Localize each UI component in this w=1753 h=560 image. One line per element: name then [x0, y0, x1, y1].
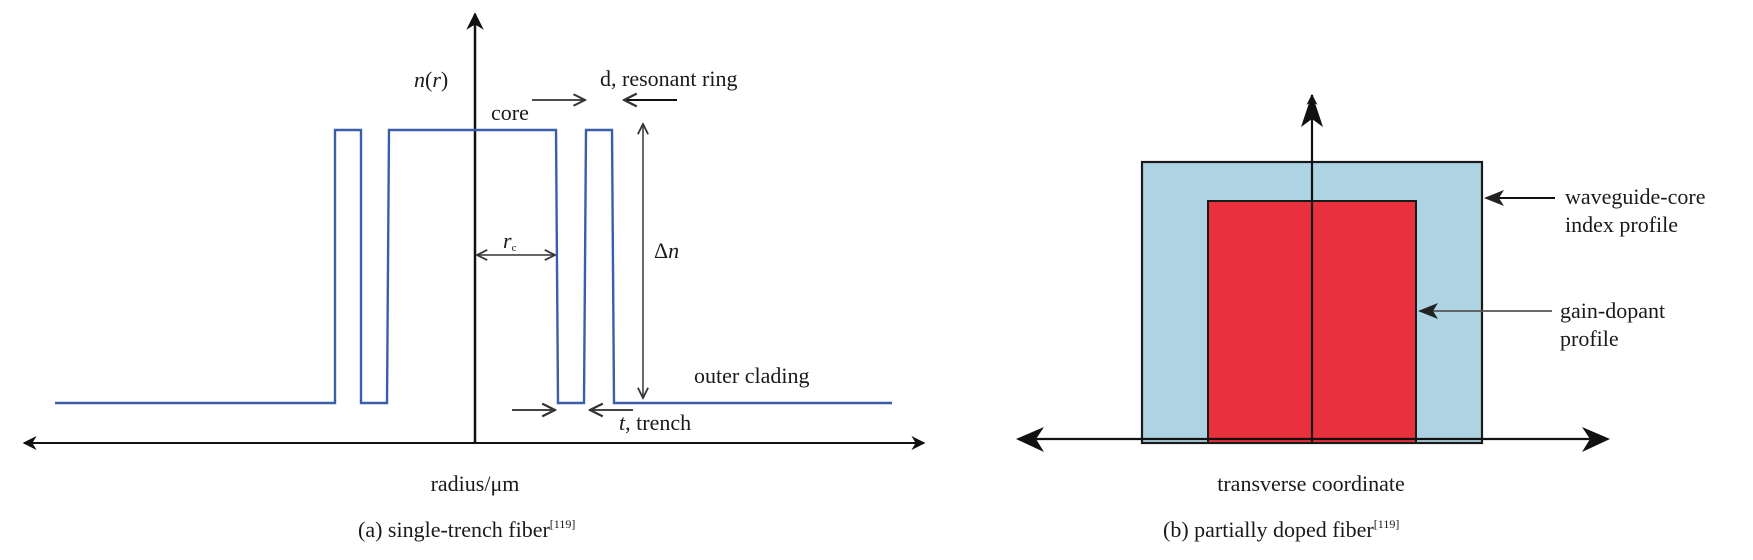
waveguide-label-line1: waveguide-core [1565, 184, 1705, 209]
waveguide-pointer-arrowhead [1484, 190, 1504, 206]
delta-n-label: Δn [654, 238, 679, 263]
panel-b: waveguide-core index profile gain-dopant… [1016, 93, 1705, 542]
ring-label: d, resonant ring [600, 66, 737, 91]
outer-cladding-label: outer clading [694, 363, 809, 388]
x-axis-label-b: transverse coordinate [1217, 471, 1405, 496]
x-axis-label-a: radius/μm [431, 471, 520, 496]
caption-b: (b) partially doped fiber[119] [1163, 517, 1399, 542]
trench-label: t, trench [619, 410, 691, 435]
dopant-label-line1: gain-dopant [1560, 298, 1665, 323]
core-label: core [491, 100, 529, 125]
panel-a: n(r) core d, resonant ring rc Δn outer c… [22, 12, 926, 542]
waveguide-label-line2: index profile [1565, 212, 1678, 237]
y-axis-b-arrowhead [1301, 94, 1323, 127]
dopant-label-line2: profile [1560, 326, 1619, 351]
y-axis-label-a: n(r) [414, 67, 448, 92]
dopant-pointer-arrowhead [1418, 303, 1438, 319]
caption-a: (a) single-trench fiber[119] [358, 517, 575, 542]
rc-label: rc [503, 228, 517, 254]
index-profile-line [55, 128, 892, 405]
x-axis-b-right-arrowhead [1582, 427, 1610, 452]
x-axis-b-left-arrowhead [1016, 427, 1044, 452]
